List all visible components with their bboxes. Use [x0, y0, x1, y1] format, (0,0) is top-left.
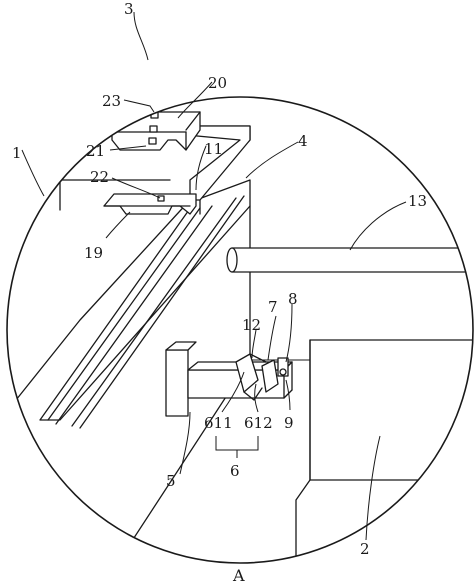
- part-9-fastener: [277, 357, 289, 377]
- detail-circle-outline: [6, 96, 474, 564]
- label-12: 12: [242, 316, 261, 334]
- label-1: 1: [12, 144, 22, 162]
- label-19: 19: [84, 244, 103, 262]
- leader-lines: [21, 11, 407, 541]
- part-22-small-insert: [157, 195, 165, 202]
- part-6-spring-clip: [235, 353, 279, 401]
- label-20: 20: [208, 74, 227, 92]
- label-13: 13: [408, 192, 427, 210]
- label-4: 4: [298, 132, 308, 150]
- part-21-small-insert: [148, 137, 157, 145]
- label-6: 6: [230, 462, 240, 480]
- reference-labels: 3 1 20 23 21 11 4 22 13 19 7 8 12 611 61…: [12, 0, 427, 558]
- label-8: 8: [288, 290, 298, 308]
- label-9: 9: [284, 414, 294, 432]
- detail-clip-group: [7, 97, 473, 563]
- part-19-lower-clamp: [103, 193, 197, 215]
- label-22: 22: [90, 168, 109, 186]
- label-3: 3: [124, 0, 134, 18]
- label-7: 7: [268, 298, 278, 316]
- label-21: 21: [86, 142, 105, 160]
- figure-caption: A: [232, 566, 245, 585]
- label-612: 612: [244, 414, 273, 432]
- label-611: 611: [204, 414, 233, 432]
- part-4-guide-rail: [39, 179, 251, 429]
- label-5: 5: [166, 472, 176, 490]
- label-11: 11: [204, 140, 223, 158]
- part-3-vertical-rod: [136, 97, 162, 119]
- label-23: 23: [102, 92, 121, 110]
- part-13-horizontal-rod: [226, 247, 473, 273]
- label-2: 2: [360, 540, 370, 558]
